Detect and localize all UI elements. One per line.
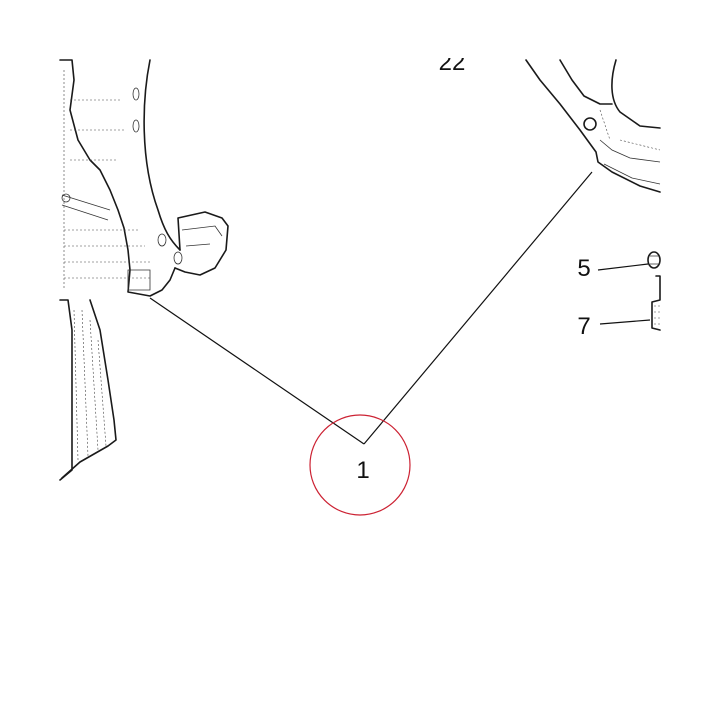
washer-part (647, 251, 661, 269)
top-crop-mask (0, 0, 720, 58)
leader-line-main-left (149, 297, 365, 445)
bolt-part (651, 275, 661, 331)
callout-highlight-circle (309, 414, 411, 516)
leader-line-7 (599, 319, 651, 325)
callout-number-7: 7 (577, 313, 590, 340)
left-housing-part (59, 59, 229, 481)
callout-number-main: 1 (356, 457, 369, 484)
right-housing-part (525, 59, 661, 193)
leader-line-main-right (363, 171, 593, 445)
callout-number-5: 5 (577, 255, 590, 282)
leader-lines (149, 171, 651, 445)
leader-line-5 (597, 263, 649, 271)
